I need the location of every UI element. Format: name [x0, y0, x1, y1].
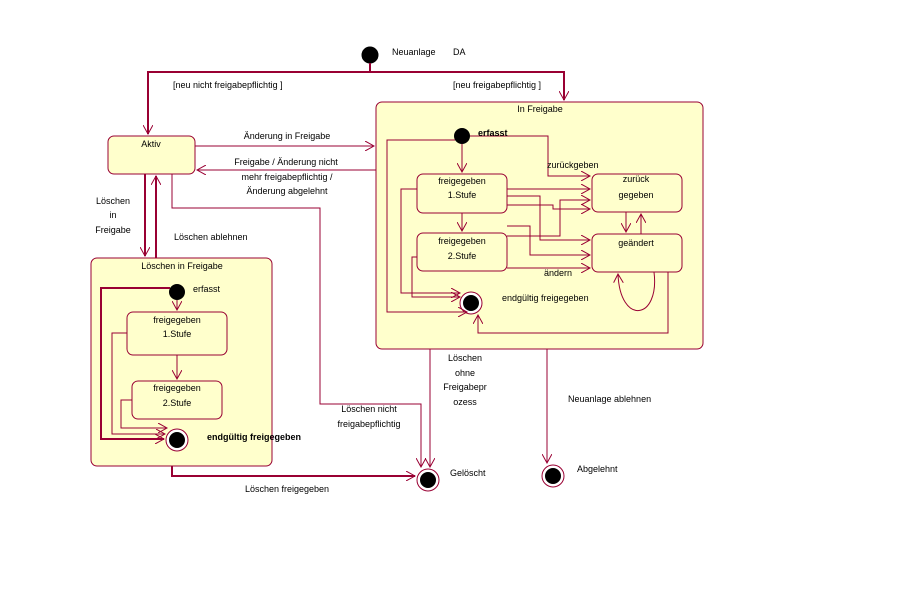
label-da: DA	[453, 47, 466, 57]
label-endgueltig-right: endgültig freigegeben	[502, 293, 589, 303]
state-freigegeben-2-right-a: freigegeben	[438, 236, 486, 246]
transitions-top	[145, 63, 564, 476]
state-freigegeben-1-right-a: freigegeben	[438, 176, 486, 186]
label-aenderung-abgelehnt: Änderung abgelehnt	[246, 186, 328, 196]
label-neuanlage: Neuanlage	[392, 47, 436, 57]
label-loeschen-nicht-2: freigabepflichtig	[337, 419, 400, 429]
label-freigabe-aenderung-nicht: Freigabe / Änderung nicht	[234, 157, 338, 167]
label-aenderung-in-freigabe: Änderung in Freigabe	[244, 131, 331, 141]
label-loeschen-in-freigabe-3: Freigabe	[95, 225, 131, 235]
state-freigegeben-1-left-a: freigegeben	[153, 315, 201, 325]
label-loeschen-ohne-3: Freigabepr	[443, 382, 487, 392]
state-freigegeben-2-left-b: 2.Stufe	[163, 398, 192, 408]
initial-node-main	[361, 46, 379, 64]
state-zurueck-a: zurück	[623, 174, 650, 184]
label-loeschen-in-freigabe-2: in	[109, 210, 116, 220]
state-aktiv	[107, 135, 196, 175]
label-mehr-freigabepflichtig: mehr freigabepflichtig /	[241, 172, 333, 182]
state-geloescht-label: Gelöscht	[450, 468, 486, 478]
state-abgelehnt-label: Abgelehnt	[577, 464, 618, 474]
label-loeschen-ablehnen: Löschen ablehnen	[174, 232, 248, 242]
label-neuanlage-ablehnen: Neuanlage ablehnen	[568, 394, 651, 404]
state-erfasst-right-label: erfasst	[478, 128, 508, 138]
state-zurueck-b: gegeben	[618, 190, 653, 200]
label-aendern: ändern	[544, 268, 572, 278]
state-loeschen-in-freigabe-label: Löschen in Freigabe	[141, 261, 223, 271]
transitions-loeschen	[100, 287, 177, 439]
initial-node-loeschen	[169, 284, 185, 300]
state-freigegeben-2-right	[416, 232, 508, 272]
label-loeschen-nicht-1: Löschen nicht	[341, 404, 397, 414]
label-endgueltig-left: endgültig freigegeben	[207, 432, 301, 442]
label-loeschen-ohne-1: Löschen	[448, 353, 482, 363]
state-geaendert-label: geändert	[618, 238, 654, 248]
label-neu-freigabepflichtig: [neu freigabepflichtig ]	[453, 80, 541, 90]
state-erfasst-left-label: erfasst	[193, 284, 221, 294]
state-freigegeben-2-right-b: 2.Stufe	[448, 251, 477, 261]
transitions-in-freigabe	[386, 135, 669, 334]
state-freigegeben-1-right-b: 1.Stufe	[448, 190, 477, 200]
label-neu-nicht-freigabepflichtig: [neu nicht freigabepflichtig ]	[173, 80, 283, 90]
state-geaendert	[591, 233, 683, 273]
state-freigegeben-1-left-b: 1.Stufe	[163, 329, 192, 339]
label-loeschen-ohne-4: ozess	[453, 397, 477, 407]
label-loeschen-freigegeben: Löschen freigegeben	[245, 484, 329, 494]
label-loeschen-in-freigabe-1: Löschen	[96, 196, 130, 206]
state-in-freigabe-label: In Freigabe	[517, 104, 563, 114]
label-zurueckgeben: zurückgeben	[547, 160, 599, 170]
state-freigegeben-2-left-a: freigegeben	[153, 383, 201, 393]
label-loeschen-ohne-2: ohne	[455, 368, 475, 378]
initial-node-in-freigabe	[454, 128, 470, 144]
state-aktiv-label: Aktiv	[141, 139, 161, 149]
state-zurueck-gegeben	[591, 173, 683, 213]
